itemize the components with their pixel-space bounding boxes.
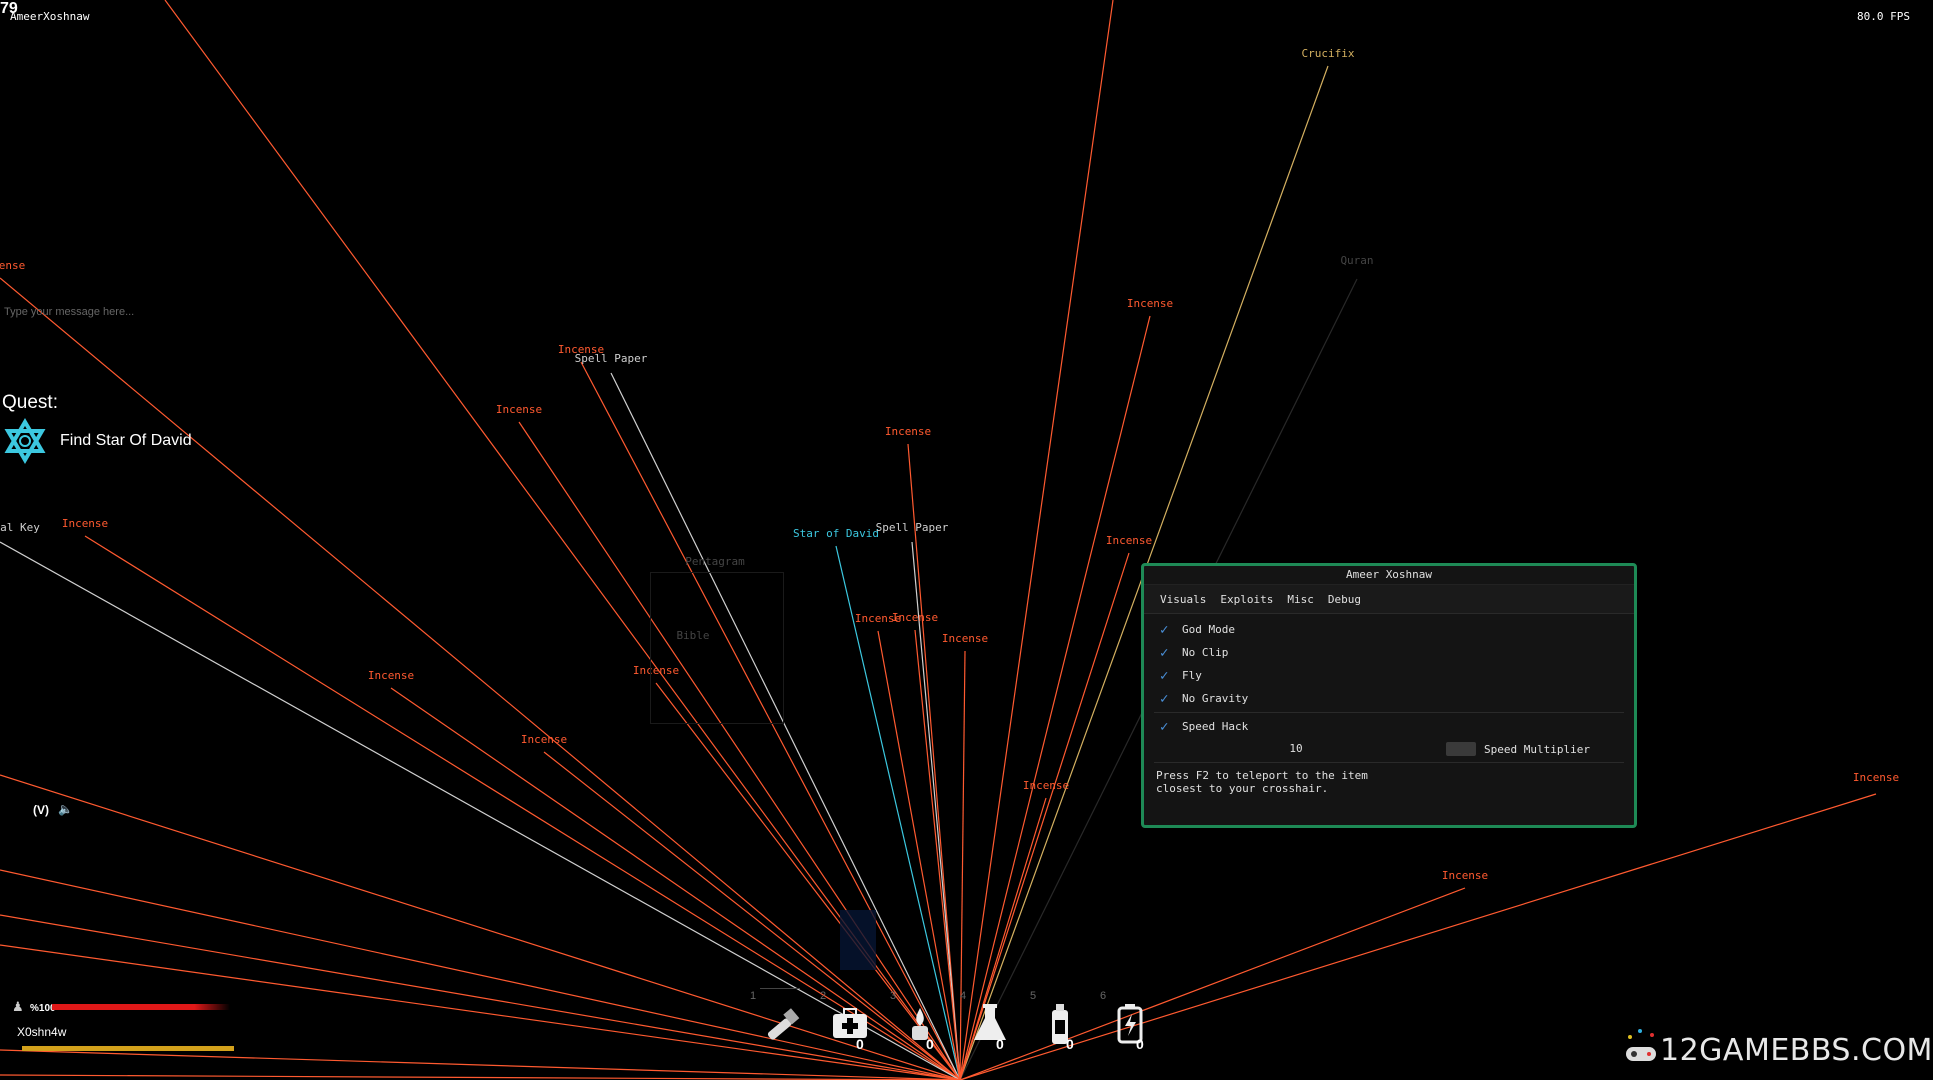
esp-tracer-line: [0, 277, 961, 1080]
fly-toggle[interactable]: ✓ Fly: [1144, 664, 1634, 687]
esp-tracer-line: [0, 1049, 961, 1080]
stamina-bar: [22, 1046, 234, 1051]
slot-count: 0: [996, 1036, 1004, 1052]
slot-count: 0: [856, 1036, 864, 1052]
esp-tracer-line: [0, 1074, 961, 1080]
voice-chat-key: (V): [33, 803, 49, 817]
slot-number: 5: [1030, 990, 1037, 1002]
esp-tracer-line: [959, 797, 1047, 1080]
slot-count: 0: [1066, 1036, 1074, 1052]
slot-number: 2: [820, 990, 827, 1002]
checkmark-icon: ✓: [1160, 667, 1169, 684]
slot-number: 1: [750, 990, 757, 1002]
esp-tracer-line: [0, 944, 961, 1080]
esp-tracer-line: [959, 0, 1114, 1080]
checkmark-icon: ✓: [1160, 621, 1169, 638]
esp-tracer-line: [959, 552, 1130, 1080]
star-of-david-icon: [4, 418, 46, 464]
esp-tracer-line: [164, 0, 961, 1080]
chat-input[interactable]: [0, 300, 286, 324]
checkmark-icon: ✓: [1160, 718, 1169, 735]
esp-tracer-line: [0, 869, 961, 1080]
ghost-item-box: [650, 572, 784, 724]
tab-debug[interactable]: Debug: [1327, 592, 1361, 606]
esp-tracer-line: [610, 372, 961, 1080]
esp-tracer-line: [911, 541, 961, 1080]
checkmark-icon: ✓: [1160, 690, 1169, 707]
tab-exploits[interactable]: Exploits: [1220, 592, 1274, 606]
speed-multiplier-label: Speed Multiplier: [1484, 742, 1590, 756]
health-bar: [52, 1004, 230, 1010]
slot-number: 4: [960, 990, 967, 1002]
checkmark-icon: ✓: [1160, 644, 1169, 661]
player-name: X0shn4w: [17, 1025, 67, 1039]
esp-tracer-line: [959, 315, 1151, 1080]
player-icon: ♟: [12, 1000, 24, 1015]
esp-tracer-line: [835, 545, 961, 1080]
speed-hack-label: Speed Hack: [1182, 720, 1249, 733]
site-watermark: 12GAMEBBS.COM: [1660, 1033, 1933, 1068]
esp-tracer-line: [914, 629, 961, 1080]
esp-tracer-line: [907, 443, 961, 1080]
inventory-slot-1[interactable]: 1: [750, 990, 814, 1070]
fly-label: Fly: [1182, 669, 1202, 682]
menu-help-text: Press F2 to teleport to the item closest…: [1156, 769, 1368, 795]
fps-display: 80.0 FPS: [1857, 10, 1910, 23]
esp-tracer-line: [0, 541, 961, 1080]
speed-multiplier-knob[interactable]: [1446, 742, 1476, 756]
god-mode-toggle[interactable]: ✓ God Mode: [1144, 618, 1634, 641]
no-clip-toggle[interactable]: ✓ No Clip: [1144, 641, 1634, 664]
no-gravity-toggle[interactable]: ✓ No Gravity: [1144, 687, 1634, 710]
esp-tracer-line: [959, 793, 1877, 1080]
speed-multiplier-slider[interactable]: 10: [1289, 742, 1303, 755]
esp-tracer-line: [580, 361, 961, 1080]
god-mode-label: God Mode: [1182, 623, 1235, 636]
inventory-divider: [760, 988, 800, 989]
no-clip-label: No Clip: [1182, 646, 1229, 659]
slot-number: 6: [1100, 990, 1107, 1002]
esp-tracer-line: [518, 421, 961, 1080]
esp-tracer-line: [0, 774, 961, 1080]
gamepad-logo-icon: [1626, 1029, 1656, 1061]
quest-title: Quest:: [2, 392, 58, 413]
menu-tabs: Visuals Exploits Misc Debug: [1144, 585, 1634, 614]
esp-tracer-line: [959, 650, 966, 1080]
cheat-menu: Ameer Xoshnaw Visuals Exploits Misc Debu…: [1141, 563, 1637, 828]
menu-divider: [1154, 762, 1624, 763]
esp-tracer-line: [543, 751, 961, 1080]
esp-tracer-line: [877, 630, 961, 1080]
player-name-top: AmeerXoshnaw: [10, 10, 90, 23]
menu-title: Ameer Xoshnaw: [1144, 566, 1634, 585]
health-label: %100: [30, 1003, 56, 1014]
tab-misc[interactable]: Misc: [1287, 592, 1314, 606]
slot-count: 0: [1136, 1036, 1144, 1052]
blue-silhouette: [840, 910, 876, 970]
no-gravity-label: No Gravity: [1182, 692, 1249, 705]
slot-number: 3: [890, 990, 897, 1002]
speed-hack-toggle[interactable]: ✓ Speed Hack: [1144, 715, 1634, 738]
speed-multiplier-row: 10 Speed Multiplier: [1144, 738, 1634, 760]
menu-divider: [1154, 712, 1624, 713]
quest-objective: Find Star Of David: [60, 432, 192, 449]
esp-tracer-line: [84, 535, 961, 1080]
tab-visuals[interactable]: Visuals: [1160, 592, 1207, 606]
esp-tracer-line: [0, 914, 961, 1080]
esp-tracer-line: [655, 682, 961, 1080]
fps-counter: 79: [0, 0, 18, 17]
esp-tracer-line: [959, 887, 1466, 1080]
slot-count: 0: [926, 1036, 934, 1052]
speaker-icon: 🔈: [58, 802, 73, 816]
